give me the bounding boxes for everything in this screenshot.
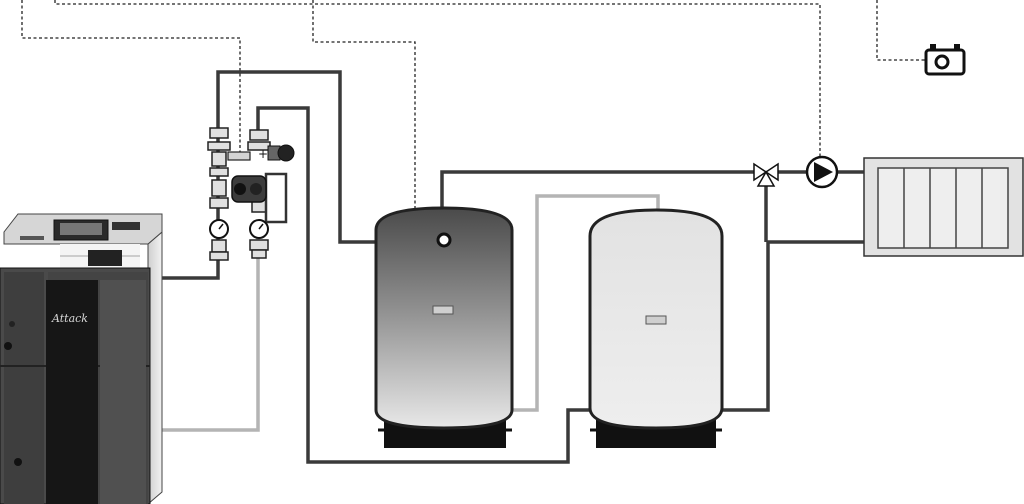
radiator <box>863 157 1024 257</box>
supply-pipes <box>150 70 864 464</box>
pipe-group-to-bottom <box>256 106 592 464</box>
tank-sensor-port <box>436 232 452 248</box>
boiler: Attack <box>0 213 163 504</box>
pump-group: + <box>207 127 295 261</box>
pipe-radiator-return <box>722 240 864 412</box>
tank-nameplate <box>432 305 454 315</box>
return-pipe-boiler <box>150 222 260 432</box>
valve-knob <box>277 144 295 162</box>
boiler-handle <box>4 342 12 350</box>
room-thermostat <box>924 44 966 76</box>
pump-motor <box>231 175 267 203</box>
accumulation-tank <box>374 206 514 448</box>
wire-boiler-sensor <box>21 0 241 160</box>
wire-tank-sensor <box>54 0 821 160</box>
return-pipes <box>150 194 660 432</box>
circulation-pump <box>805 155 839 189</box>
svg-text:+: + <box>258 147 268 161</box>
three-way-valve <box>753 162 779 187</box>
control-wiring <box>21 0 928 238</box>
boiler-brand: Attack <box>51 312 88 325</box>
hot-water-tank <box>588 208 724 448</box>
boiler-handle <box>9 321 15 327</box>
boiler-handle <box>14 458 22 466</box>
tank-nameplate <box>645 315 667 325</box>
wire-thermostat <box>876 0 928 61</box>
pipe-boiler-to-group <box>150 70 376 280</box>
return-pipe-tank2 <box>512 194 660 412</box>
wire-tank-probe <box>312 0 440 238</box>
